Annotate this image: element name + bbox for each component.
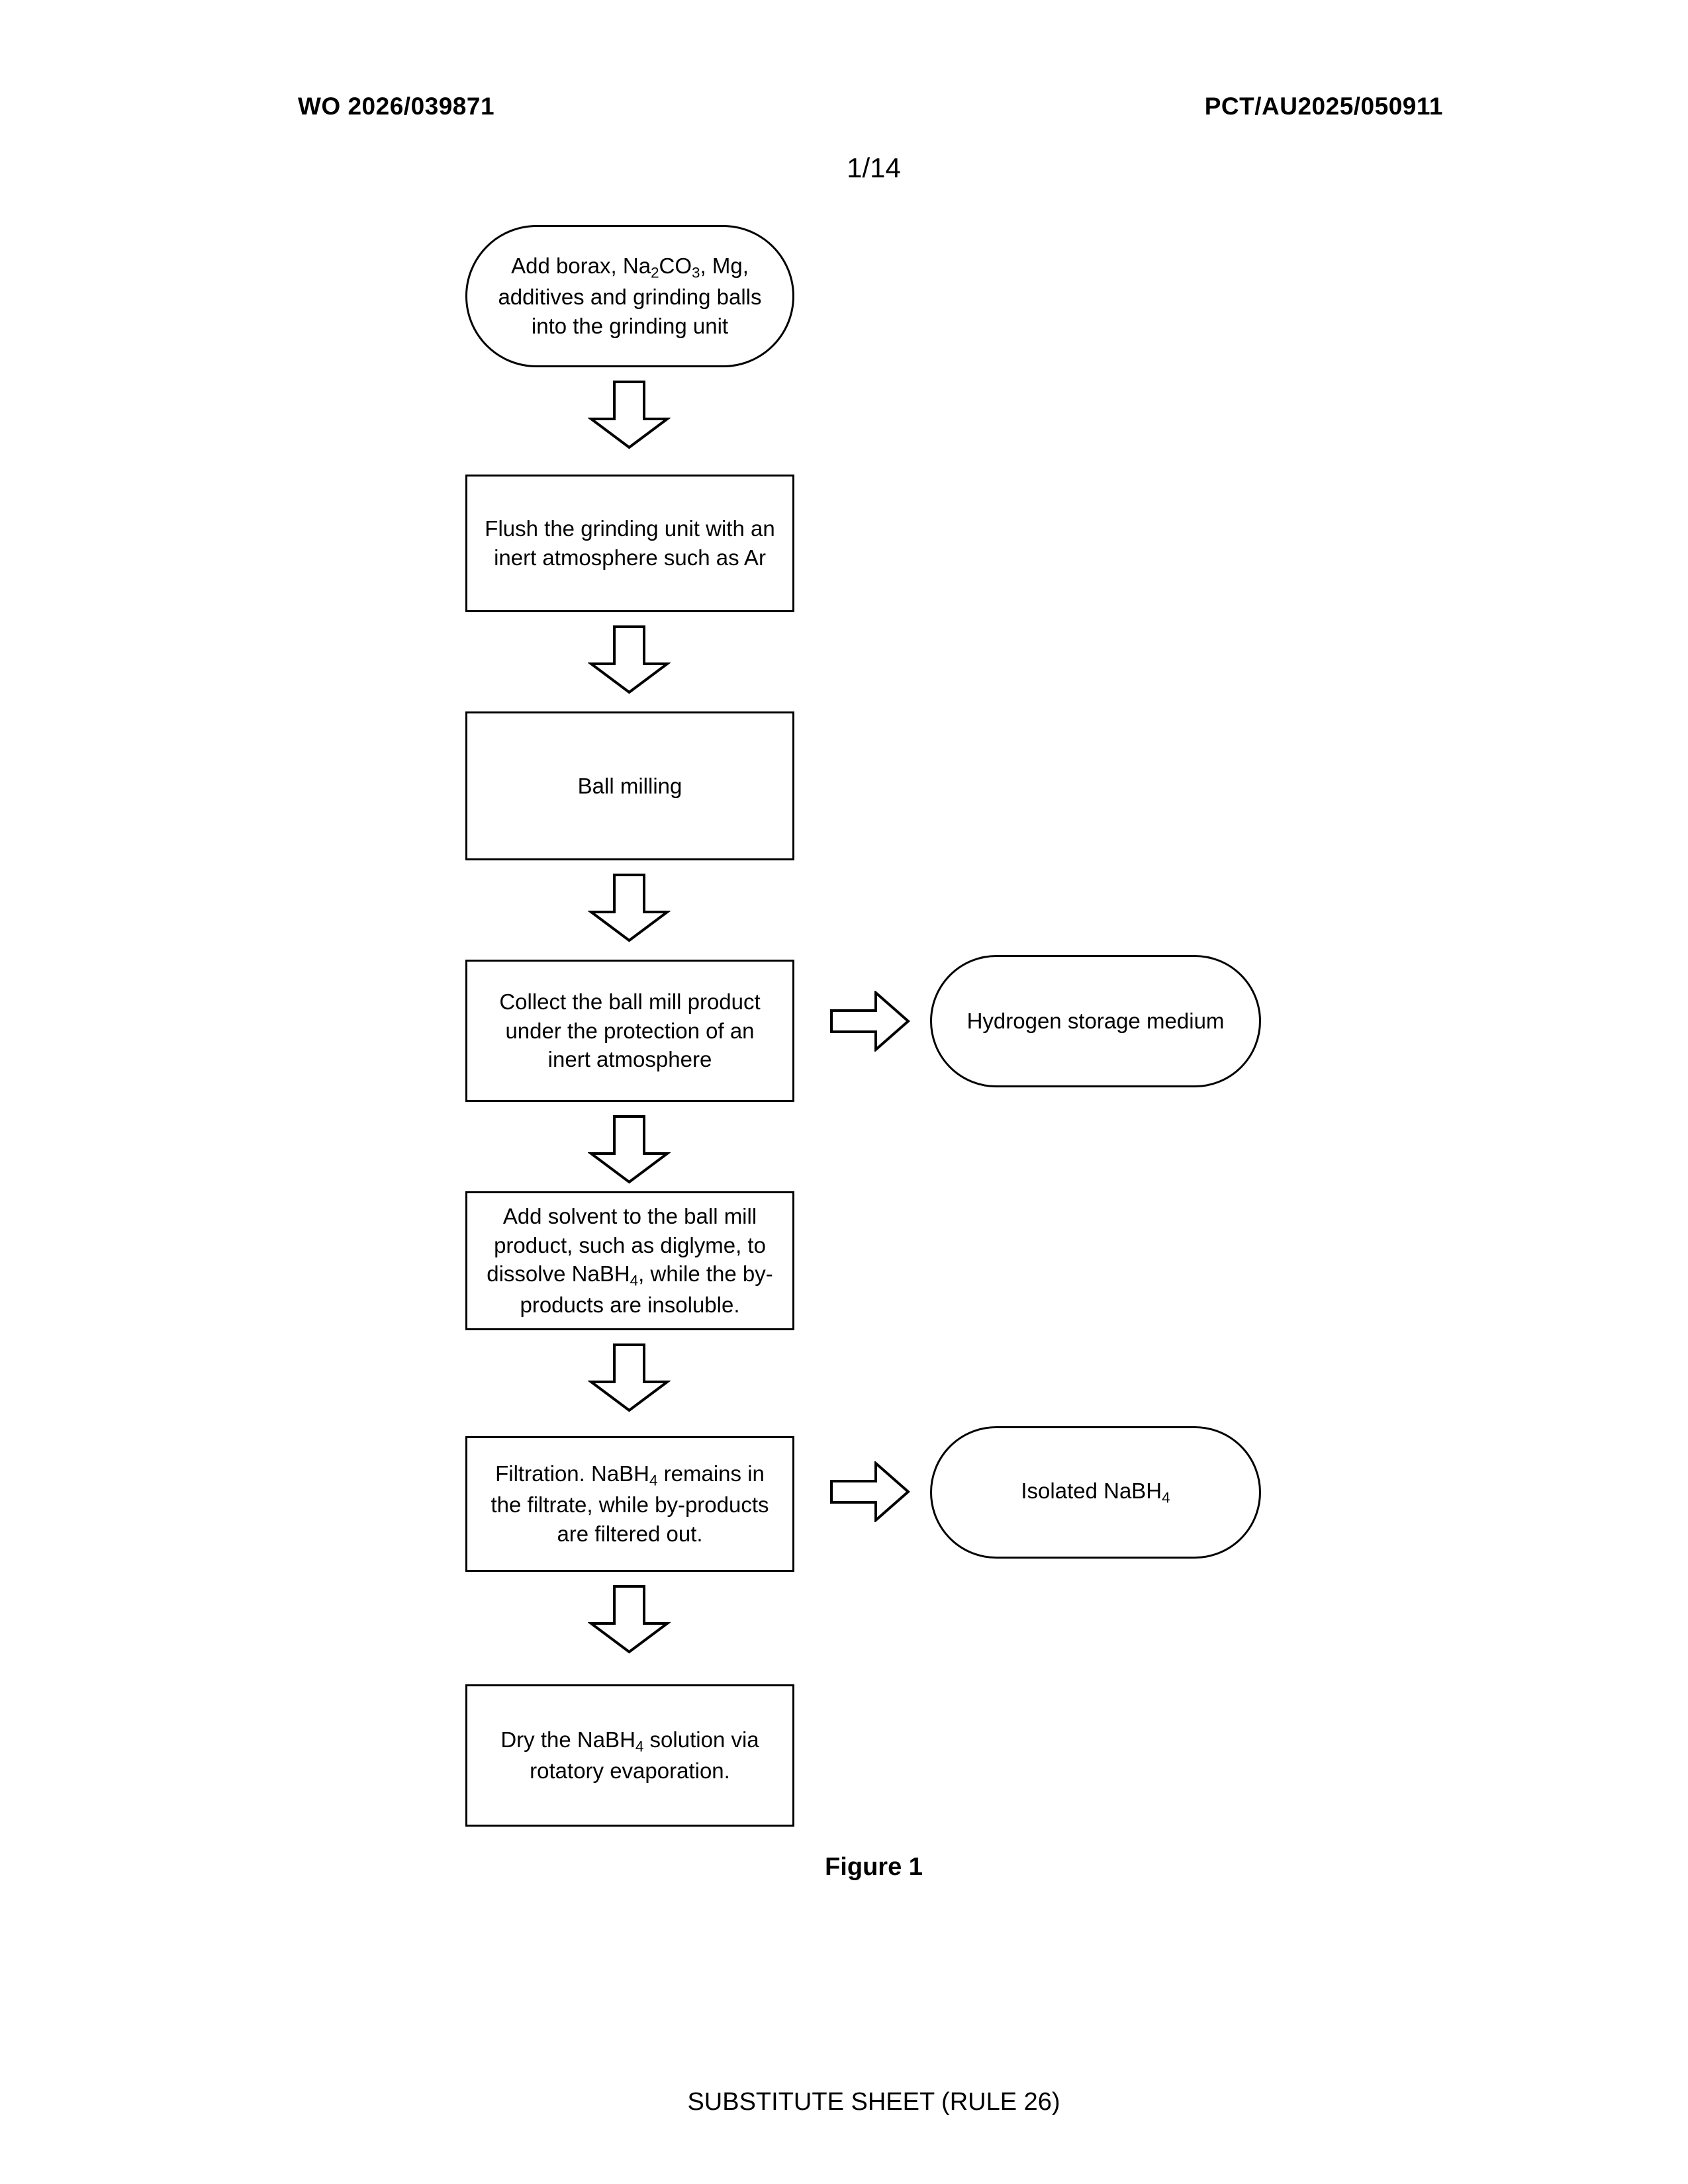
publication-number: WO 2026/039871	[298, 93, 495, 120]
flow-node-hydrogen-storage-medium: Hydrogen storage medium	[930, 955, 1261, 1087]
flow-arrow-right-2	[829, 1461, 910, 1522]
flow-arrow-down-1	[588, 381, 671, 449]
flow-arrow-down-4	[588, 1115, 671, 1184]
flow-node-text: Hydrogen storage medium	[966, 1009, 1225, 1034]
figure-caption: Figure 1	[0, 1853, 1688, 1882]
page-footer: SUBSTITUTE SHEET (RULE 26)	[0, 2088, 1688, 2116]
flow-arrow-right-1	[829, 991, 910, 1052]
sheet-number: 1/14	[0, 152, 1688, 184]
application-number: PCT/AU2025/050911	[1204, 93, 1443, 120]
page-footer-label: SUBSTITUTE SHEET (RULE 26)	[687, 2088, 1060, 2116]
flow-node-text: Add borax, Na2CO3, Mg,additives and grin…	[498, 253, 762, 339]
flow-arrow-down-3	[588, 874, 671, 942]
page-header: WO 2026/039871 PCT/AU2025/050911	[0, 93, 1688, 139]
figure-caption-label: Figure 1	[825, 1853, 923, 1881]
flow-node-add-materials: Add borax, Na2CO3, Mg,additives and grin…	[465, 225, 794, 367]
flow-arrow-down-5	[588, 1343, 671, 1412]
flow-arrow-down-6	[588, 1585, 671, 1654]
flow-node-isolated-nabh4: Isolated NaBH4	[930, 1426, 1261, 1559]
flow-node-text: Ball milling	[577, 773, 682, 798]
sheet-number-label: 1/14	[847, 152, 901, 183]
flow-arrow-down-2	[588, 625, 671, 694]
flow-node-ball-milling: Ball milling	[465, 711, 794, 860]
flow-node-text: Isolated NaBH4	[1021, 1479, 1170, 1506]
